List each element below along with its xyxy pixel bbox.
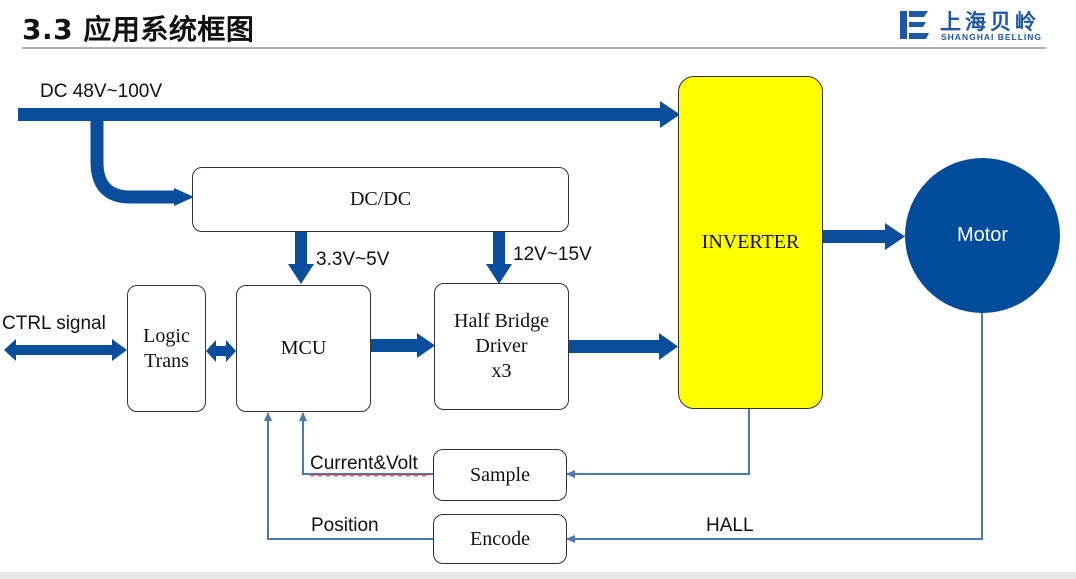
- motor-encode-line: [566, 311, 983, 543]
- logo-english-text: SHANGHAI BELLING: [941, 32, 1042, 42]
- logic-trans-block: Logic Trans: [127, 285, 206, 412]
- slide-bottom-edge: [0, 572, 1076, 579]
- inverter-to-motor-arrow: [823, 223, 905, 250]
- mcu-label: MCU: [280, 337, 327, 359]
- driver-voltage-label: 12V~15V: [513, 244, 592, 265]
- sample-mcu-line: [299, 412, 433, 475]
- hb-label-line1: Half Bridge: [454, 310, 549, 332]
- inverter-sample-line: [566, 409, 750, 478]
- mcu-voltage-label: 3.3V~5V: [316, 249, 390, 270]
- mcu-to-driver-arrow: [371, 333, 435, 358]
- logo-chinese-text: 上海贝岭: [940, 10, 1040, 34]
- logic-label-line1: Logic: [143, 324, 190, 347]
- encode-label: Encode: [470, 527, 530, 550]
- hb-label-line2: Driver: [475, 335, 528, 357]
- logic-label-line2: Trans: [144, 349, 189, 372]
- sample-label: Sample: [470, 463, 530, 486]
- dc-bus-arrow: [18, 101, 680, 128]
- encode-mcu-line: [264, 412, 433, 540]
- ctrl-signal-label: CTRL signal: [2, 313, 106, 334]
- dcdc-feed-arrow: [90, 121, 194, 206]
- logic-mcu-arrow: [206, 340, 236, 362]
- dc-input-label: DC 48V~100V: [40, 81, 162, 102]
- dcdc-to-mcu-arrow: [288, 232, 314, 284]
- motor-block: Motor: [905, 158, 1060, 313]
- driver-to-inverter-arrow: [569, 333, 678, 360]
- dcdc-label: DC/DC: [349, 188, 412, 210]
- ctrl-signal-arrow: [4, 339, 127, 361]
- page-title: 3.3 应用系统框图: [22, 13, 255, 46]
- spellcheck-underline: [309, 473, 431, 477]
- company-logo: 上海贝岭 SHANGHAI BELLING: [898, 6, 1058, 46]
- encode-block: Encode: [433, 514, 567, 564]
- belling-logo-icon: [900, 11, 929, 39]
- hb-label-line3: x3: [491, 360, 512, 382]
- half-bridge-driver-block: Half Bridge Driver x3: [434, 283, 569, 410]
- motor-label: Motor: [956, 224, 1009, 246]
- mcu-block: MCU: [236, 285, 371, 412]
- title-divider: [22, 47, 1046, 49]
- dcdc-to-driver-arrow: [486, 232, 512, 284]
- inverter-label: INVERTER: [701, 231, 800, 253]
- hall-label: HALL: [706, 515, 754, 536]
- dcdc-block: DC/DC: [192, 167, 569, 232]
- current-volt-label: Current&Volt: [310, 453, 418, 474]
- inverter-block: INVERTER: [678, 76, 823, 409]
- position-label: Position: [311, 515, 379, 536]
- sample-block: Sample: [433, 449, 567, 501]
